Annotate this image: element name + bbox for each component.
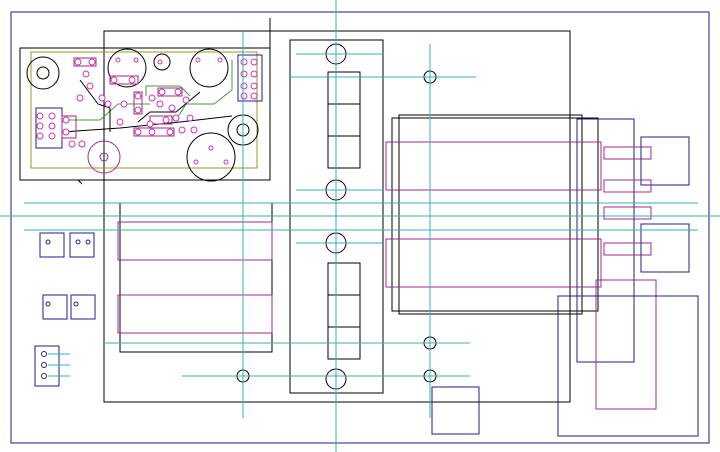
lower-right-box bbox=[557, 295, 699, 437]
right-module[interactable] bbox=[385, 114, 699, 437]
board-marker bbox=[77, 179, 83, 185]
bottom-connector-box bbox=[431, 386, 480, 435]
resistor-4 bbox=[157, 87, 183, 97]
green-trace-3 bbox=[145, 85, 191, 97]
control-pcb[interactable] bbox=[19, 18, 271, 185]
pcb-pads bbox=[36, 57, 258, 165]
connector-box-2 bbox=[640, 223, 690, 273]
left-footprint-lower bbox=[117, 294, 273, 334]
left-footprint-upper bbox=[117, 221, 273, 261]
control-pcb-outline bbox=[19, 47, 271, 181]
terminal-block-upper bbox=[327, 71, 361, 169]
pot-5 bbox=[153, 53, 171, 71]
right-footprint-upper bbox=[385, 141, 602, 191]
right-module-outline-b bbox=[398, 114, 583, 315]
pot-2 bbox=[189, 48, 229, 88]
black-trace-2 bbox=[79, 79, 111, 132]
jack-4 bbox=[70, 294, 96, 320]
right-tab-4 bbox=[603, 242, 652, 256]
connector-left bbox=[34, 345, 60, 387]
trimmer-1-center bbox=[36, 66, 50, 80]
resistor-6 bbox=[61, 115, 77, 139]
pot-4-center bbox=[99, 152, 109, 162]
resistor-7 bbox=[149, 115, 173, 125]
left-side-parts[interactable] bbox=[34, 232, 96, 387]
resistor-5 bbox=[133, 127, 175, 137]
right-tab-3 bbox=[603, 206, 652, 220]
right-footprint-lower bbox=[385, 238, 602, 288]
left-module-outline bbox=[119, 202, 273, 353]
resistor-2 bbox=[109, 75, 139, 85]
left-module[interactable] bbox=[117, 202, 273, 353]
resistor-3 bbox=[133, 91, 143, 115]
green-trace-1 bbox=[175, 60, 233, 121]
left-side-pads bbox=[41, 239, 91, 379]
control-pcb-board-edge bbox=[30, 51, 258, 169]
jack-2 bbox=[69, 232, 95, 258]
resistor-1 bbox=[73, 57, 97, 67]
trimmer-1 bbox=[26, 56, 60, 90]
terminal-block-lower bbox=[327, 262, 361, 360]
pot-3 bbox=[186, 132, 236, 182]
enclosure-outline[interactable] bbox=[10, 11, 710, 444]
header-right bbox=[237, 54, 263, 102]
jack-3 bbox=[42, 294, 68, 320]
right-module-outline-a bbox=[391, 117, 599, 312]
magenta-frame bbox=[595, 279, 657, 410]
right-tab-2 bbox=[603, 179, 652, 193]
jack-1 bbox=[39, 232, 65, 258]
connector-box-1 bbox=[640, 136, 690, 186]
pot-4 bbox=[87, 140, 121, 174]
pot-1 bbox=[107, 48, 147, 88]
right-tab-1 bbox=[603, 146, 652, 160]
right-bracket bbox=[576, 118, 635, 363]
